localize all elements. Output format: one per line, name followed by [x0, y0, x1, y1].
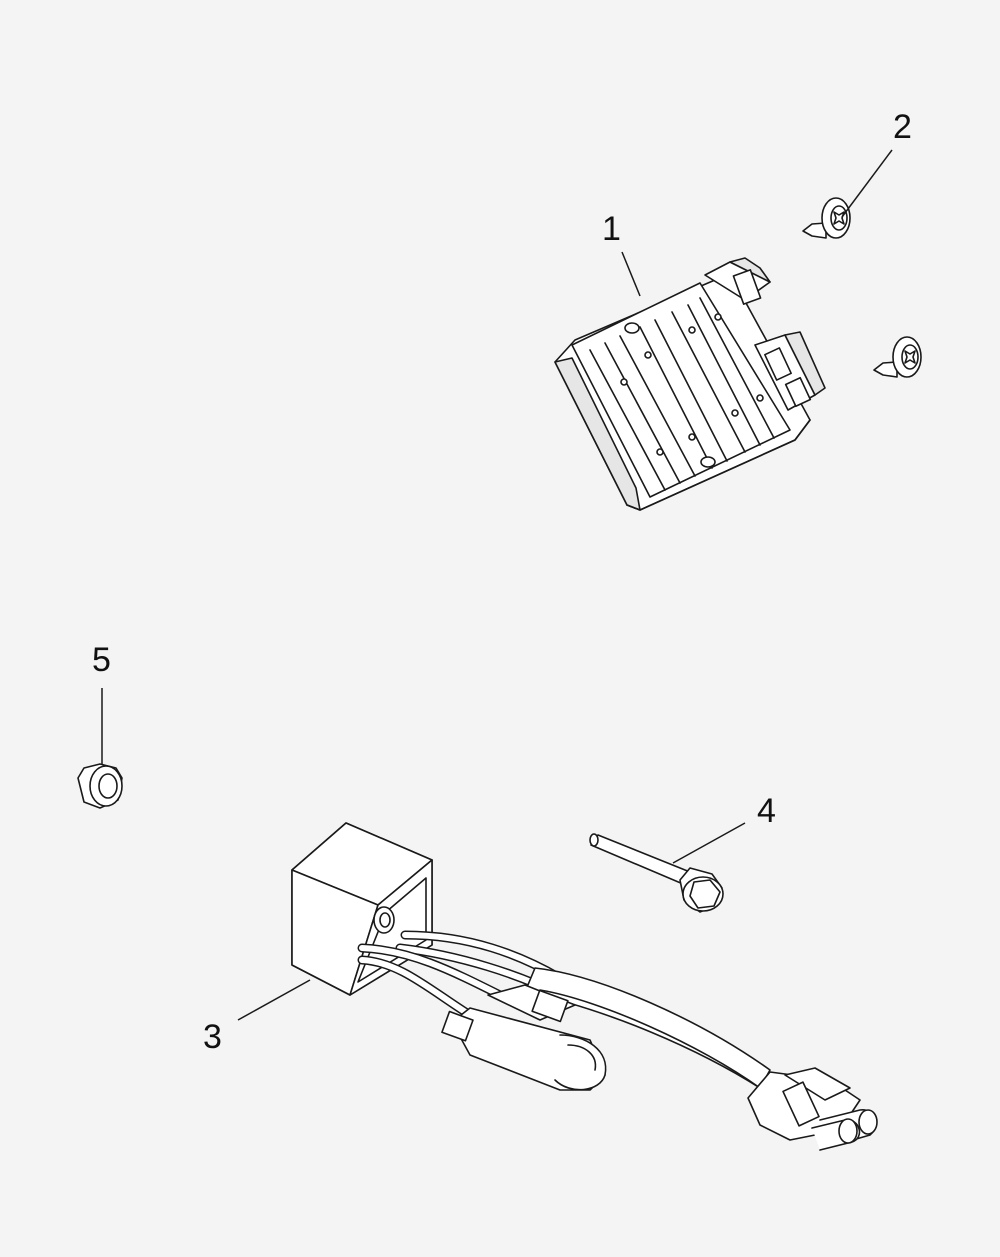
- leader-line-1: [621, 251, 641, 297]
- callout-label-2: 2: [893, 108, 912, 146]
- part-1-regulator[interactable]: [555, 258, 825, 510]
- leader-lines: [101, 149, 893, 1021]
- callout-label-3: 3: [203, 1018, 222, 1056]
- leader-line-3: [237, 979, 311, 1021]
- part-5-nut[interactable]: [78, 764, 122, 808]
- callout-labels: 1 2 3 4 5: [92, 108, 912, 1056]
- part-3-module-harness[interactable]: [292, 823, 877, 1150]
- part-2-screw-lower[interactable]: [874, 337, 921, 377]
- callout-label-1: 1: [602, 210, 621, 248]
- part-4-bolt[interactable]: [590, 834, 723, 912]
- leader-line-4: [672, 822, 746, 864]
- callout-label-5: 5: [92, 641, 111, 679]
- part-2-screw-upper[interactable]: [803, 198, 850, 238]
- leader-line-2: [841, 149, 893, 218]
- callout-label-4: 4: [757, 792, 776, 830]
